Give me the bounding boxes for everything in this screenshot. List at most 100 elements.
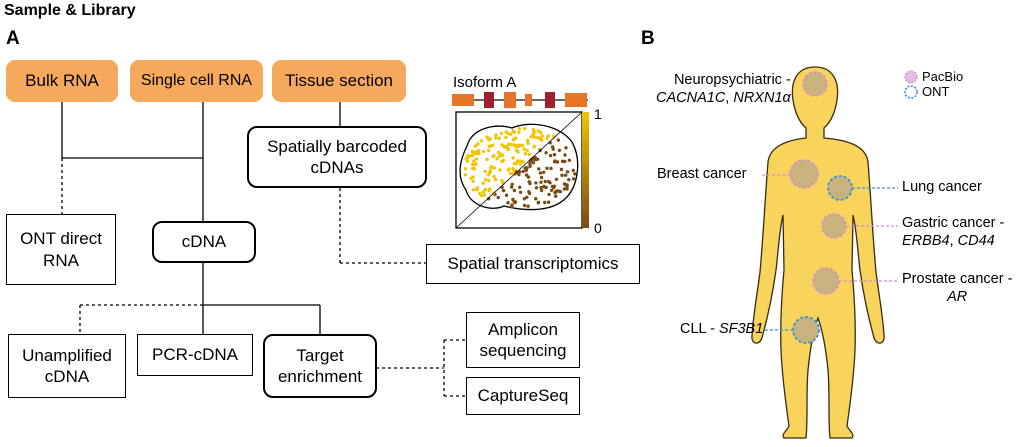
spatial-dot: [511, 156, 515, 160]
spatial-dot: [544, 185, 548, 190]
spatial-dot: [517, 127, 521, 131]
spatial-dot: [495, 157, 499, 161]
spatial-dot: [537, 167, 541, 171]
spatial-dot: [525, 195, 529, 199]
cll-gene: SF3B1: [718, 321, 764, 337]
spatial-dot: [564, 173, 568, 177]
spatial-dot: [559, 167, 564, 172]
tissue-section-box: Tissue section: [272, 60, 406, 102]
spatial-dot: [567, 178, 571, 182]
annotation-leaders: [760, 174, 898, 331]
bulk-rna-box: Bulk RNA: [6, 60, 118, 102]
legend-ont-swatch: [904, 85, 918, 99]
spatial-dot: [481, 190, 486, 194]
spatial-dot: [565, 170, 570, 174]
spatial-dot: [551, 147, 555, 151]
spatial-dot: [475, 186, 479, 190]
spatial-dot: [549, 188, 554, 192]
spatial-dot: [509, 142, 513, 146]
gastric-line1: Gastric cancer -: [902, 215, 1005, 231]
spatial-dot: [523, 127, 527, 131]
page-title: Sample & Library: [4, 2, 136, 19]
isoform-gene-model: [452, 92, 588, 108]
spatial-dot: [554, 194, 558, 198]
breast-cancer-annotation: Breast cancer: [657, 166, 747, 182]
spatial-dot: [549, 166, 553, 171]
legend-pacbio-swatch: [904, 70, 918, 84]
amplicon-sequencing-box: Amplicon sequencing: [466, 312, 580, 368]
spatial-dot: [528, 162, 532, 166]
spatial-dot: [507, 167, 511, 171]
spatial-dot: [464, 157, 468, 161]
spatial-dot: [545, 136, 549, 141]
spatial-dot: [526, 138, 530, 143]
spatial-dot: [573, 172, 577, 176]
spatial-dot: [500, 185, 504, 189]
spatial-dot: [488, 137, 492, 141]
spatial-dot: [471, 188, 476, 192]
spatial-dot: [483, 187, 488, 192]
spatial-dot: [488, 171, 492, 175]
spatial-dot: [554, 177, 559, 181]
spatial-dot: [553, 191, 557, 195]
spatial-dot: [571, 168, 575, 172]
panel-b-label: B: [641, 28, 655, 49]
spatial-dot: [518, 190, 523, 194]
spatial-dot: [539, 188, 544, 193]
spatial-dot: [512, 188, 517, 193]
spatial-dot: [494, 133, 498, 137]
spatial-dot: [557, 189, 561, 193]
spatial-dot: [552, 153, 557, 157]
spatial-dot: [539, 180, 543, 184]
cll-prefix: CLL -: [680, 321, 715, 337]
spatial-dot: [501, 188, 506, 193]
unamplified-cdna-box: Unamplified cDNA: [8, 334, 126, 398]
neuro-sep: ,: [725, 89, 730, 106]
spatial-dot: [562, 182, 567, 186]
spatial-dot: [504, 130, 508, 134]
spatial-dot: [545, 166, 549, 170]
spatial-dot: [557, 148, 562, 152]
spatial-dot: [511, 138, 515, 142]
spatial-dot: [532, 135, 536, 139]
spatial-dot: [470, 162, 475, 166]
gastric-sep: ,: [949, 232, 954, 249]
spatial-dot: [479, 139, 484, 143]
prostate-gene: AR: [947, 288, 968, 305]
spatial-dot: [482, 193, 487, 197]
spatial-dot: [527, 180, 531, 184]
spatial-dot: [497, 136, 501, 140]
spatial-dot: [510, 185, 514, 189]
spatial-dot: [487, 197, 491, 201]
scale-min-label: 0: [594, 220, 602, 236]
spatial-dot: [540, 138, 544, 142]
spatial-dot: [493, 178, 498, 182]
spatial-dot: [508, 171, 513, 176]
prostate-line1: Prostate cancer -: [902, 271, 1013, 287]
spatial-dot: [517, 172, 521, 177]
spatial-dot: [476, 142, 480, 146]
spatial-dot: [518, 185, 522, 189]
spatial-dot: [503, 145, 507, 149]
target-enrichment-box: Target enrichment: [263, 334, 377, 398]
spatial-dot: [531, 161, 536, 165]
spatial-dot: [564, 146, 568, 150]
color-scale-bar: [582, 112, 589, 228]
lung-cancer-annotation: Lung cancer: [902, 179, 982, 195]
spatial-dot: [552, 160, 557, 164]
amplicon-line1: Amplicon: [488, 319, 558, 339]
spatial-dot: [506, 146, 510, 151]
spatial-dot: [466, 154, 470, 158]
spatial-dot: [517, 130, 521, 135]
spatial-dot: [487, 148, 491, 153]
spatial-dot: [526, 141, 530, 146]
panel-a-label: A: [6, 28, 20, 49]
spatial-dot: [496, 150, 501, 154]
spatial-dot: [534, 181, 538, 185]
spatial-dot: [525, 148, 529, 153]
amplicon-line2: sequencing: [479, 341, 567, 360]
spatial-dot: [480, 193, 484, 198]
single-cell-rna-box: Single cell RNA: [130, 60, 263, 102]
spatial-dot: [520, 143, 524, 148]
